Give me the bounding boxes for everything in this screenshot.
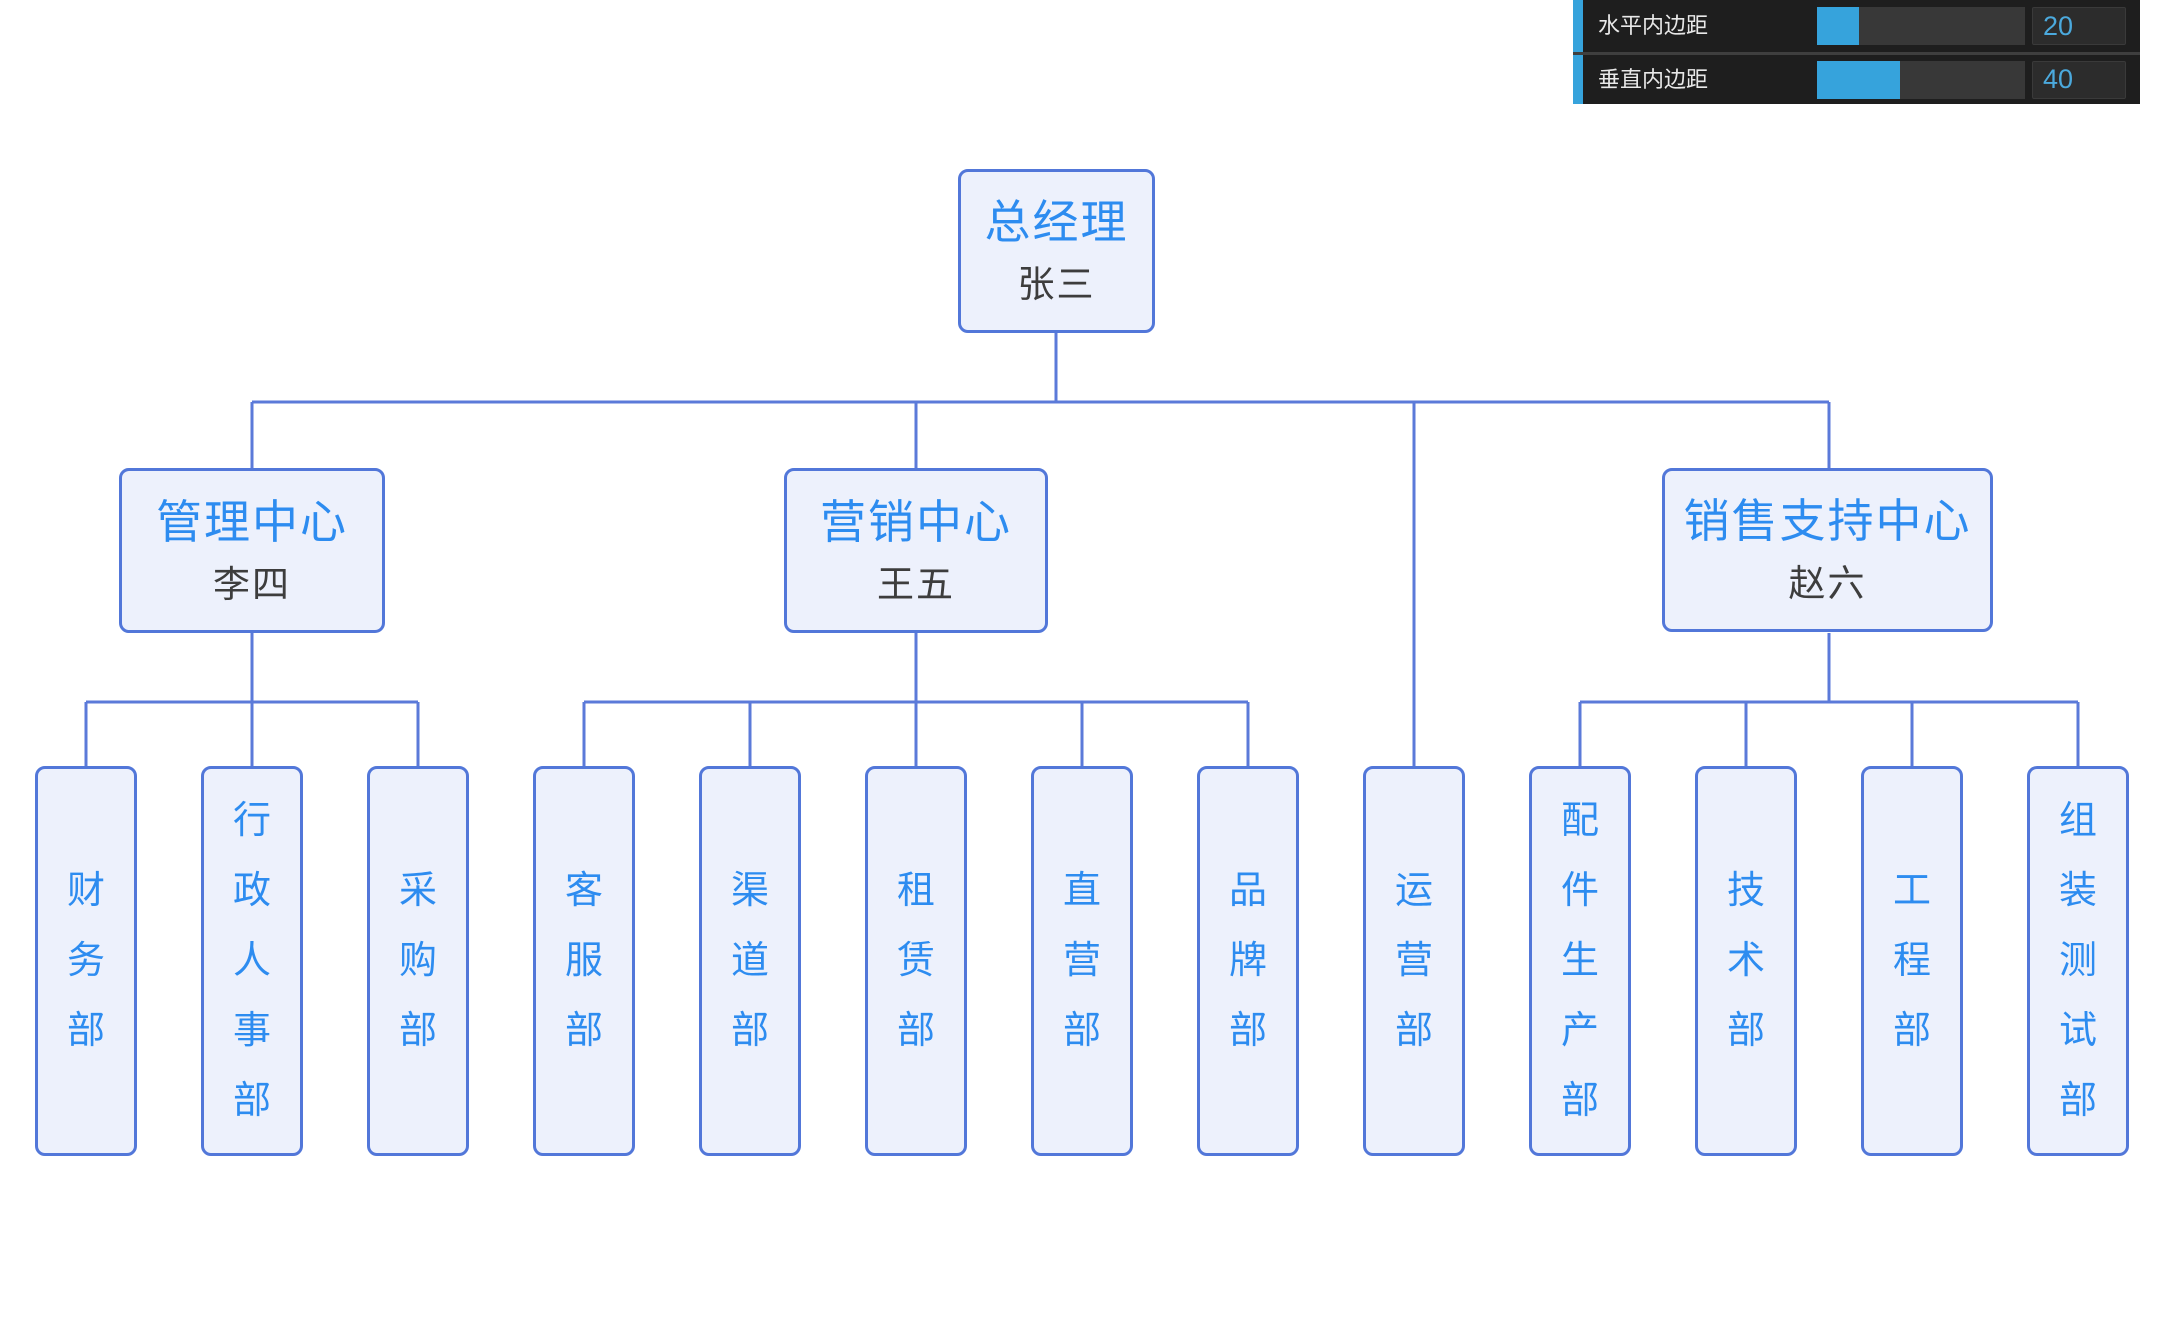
settings-panel: 水平内边距 垂直内边距 — [1573, 0, 2140, 104]
node-title: 营销中心 — [820, 495, 1012, 548]
node-title: 行政人事部 — [233, 800, 272, 1122]
node-title: 租赁部 — [897, 870, 936, 1052]
node-person-name: 张三 — [1017, 264, 1096, 305]
node-purchasing-dept[interactable]: 采购部 — [367, 766, 469, 1156]
node-parts-production-dept[interactable]: 配件生产部 — [1529, 766, 1631, 1156]
node-title: 财务部 — [67, 870, 106, 1052]
node-general-manager[interactable]: 总经理 张三 — [958, 169, 1155, 333]
slider-fill — [1817, 7, 1859, 45]
node-technology-dept[interactable]: 技术部 — [1695, 766, 1797, 1156]
node-title: 总经理 — [984, 196, 1129, 248]
setting-row-horizontal-padding: 水平内边距 — [1573, 0, 2140, 52]
node-operations-dept[interactable]: 运营部 — [1363, 766, 1465, 1156]
node-direct-sales-dept[interactable]: 直营部 — [1031, 766, 1133, 1156]
node-title: 销售支持中心 — [1683, 495, 1972, 547]
node-customer-service-dept[interactable]: 客服部 — [533, 766, 635, 1156]
node-title: 品牌部 — [1229, 870, 1268, 1052]
node-person-name: 王五 — [877, 563, 955, 605]
slider-fill — [1817, 60, 1901, 99]
node-title: 管理中心 — [156, 495, 348, 548]
horizontal-padding-input[interactable] — [2032, 7, 2126, 45]
node-title: 工程部 — [1893, 870, 1932, 1052]
node-leasing-dept[interactable]: 租赁部 — [865, 766, 967, 1156]
node-admin-hr-dept[interactable]: 行政人事部 — [201, 766, 303, 1156]
setting-row-vertical-padding: 垂直内边距 — [1573, 52, 2140, 104]
node-person-name: 赵六 — [1788, 563, 1867, 604]
row-accent-bar — [1573, 0, 1583, 52]
node-title: 渠道部 — [731, 870, 770, 1052]
node-title: 采购部 — [399, 870, 438, 1052]
node-title: 直营部 — [1063, 870, 1102, 1052]
node-title: 技术部 — [1727, 870, 1766, 1052]
horizontal-padding-slider[interactable] — [1817, 7, 2025, 45]
node-channel-dept[interactable]: 渠道部 — [699, 766, 801, 1156]
node-marketing-center[interactable]: 营销中心 王五 — [784, 468, 1048, 633]
node-title: 配件生产部 — [1561, 800, 1600, 1122]
setting-label-vertical-padding: 垂直内边距 — [1598, 66, 1709, 92]
node-finance-dept[interactable]: 财务部 — [35, 766, 137, 1156]
node-person-name: 李四 — [213, 563, 291, 605]
node-title: 运营部 — [1395, 870, 1434, 1052]
node-sales-support-center[interactable]: 销售支持中心 赵六 — [1662, 468, 1993, 632]
node-engineering-dept[interactable]: 工程部 — [1861, 766, 1963, 1156]
setting-label-horizontal-padding: 水平内边距 — [1598, 13, 1709, 38]
node-title: 客服部 — [565, 870, 604, 1052]
vertical-padding-input[interactable] — [2032, 60, 2126, 99]
node-title: 组装测试部 — [2059, 800, 2098, 1122]
node-assembly-testing-dept[interactable]: 组装测试部 — [2027, 766, 2129, 1156]
node-brand-dept[interactable]: 品牌部 — [1197, 766, 1299, 1156]
vertical-padding-slider[interactable] — [1817, 60, 2025, 99]
node-management-center[interactable]: 管理中心 李四 — [119, 468, 385, 633]
row-accent-bar — [1573, 55, 1583, 104]
